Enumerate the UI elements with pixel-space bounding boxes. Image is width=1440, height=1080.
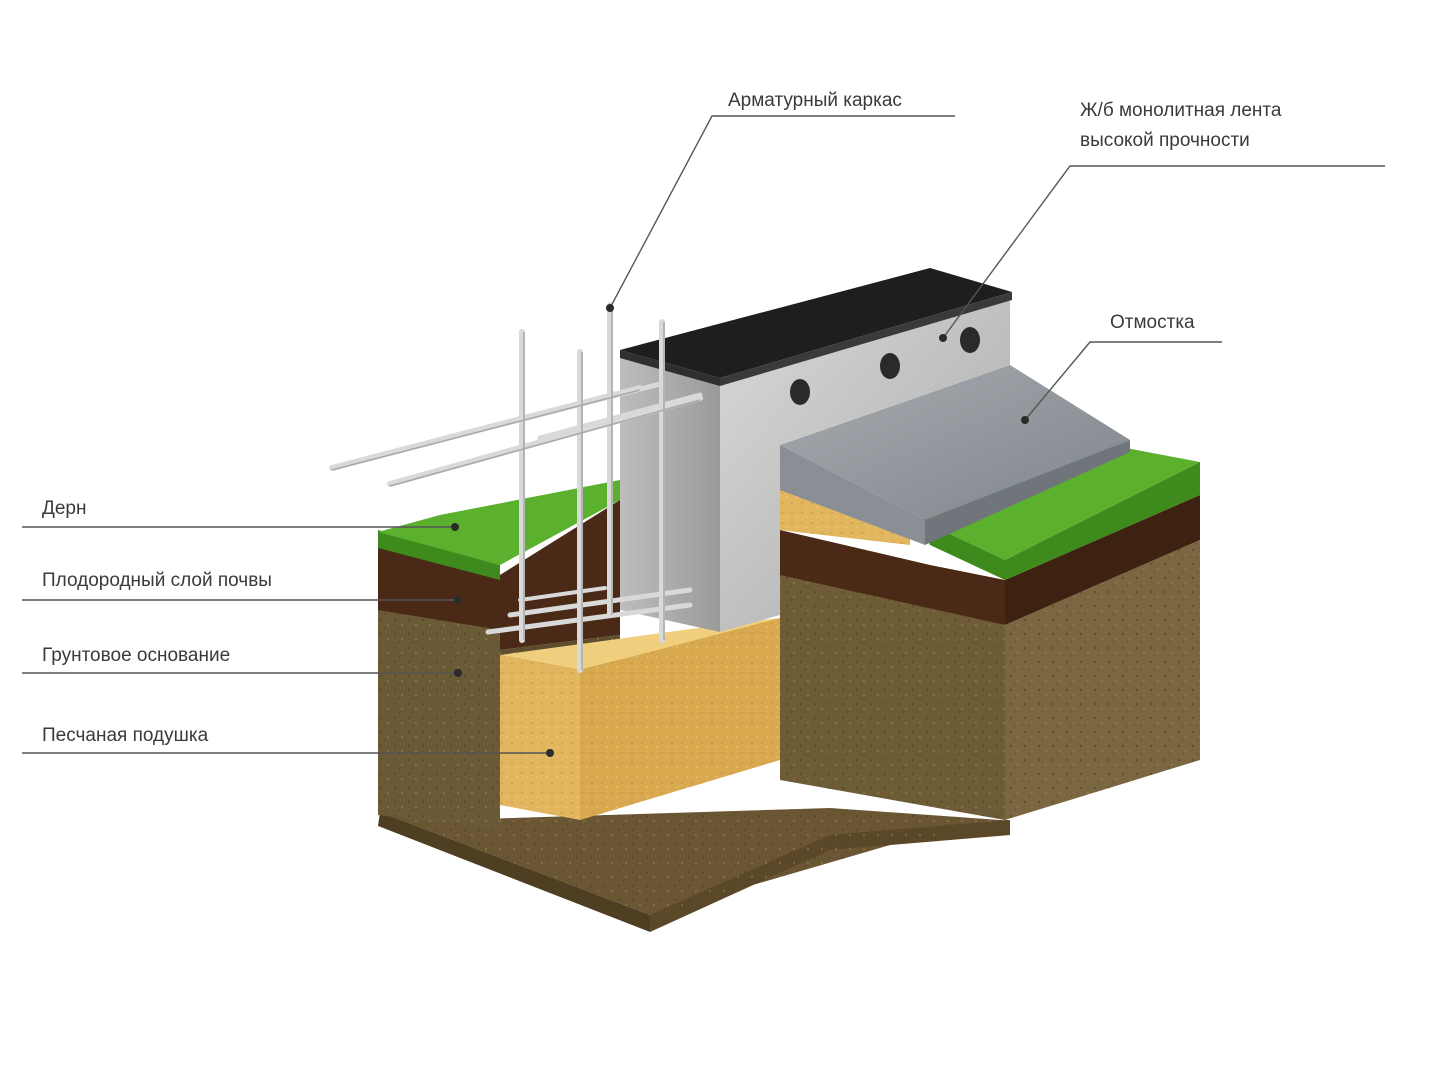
- leader-dot-turf: [451, 523, 459, 531]
- label-rebar-cage: Арматурный каркас: [728, 90, 902, 111]
- sand-cushion: [500, 618, 780, 820]
- label-sand-cushion: Песчаная подушка: [42, 725, 209, 746]
- rebar-cage-shading: [331, 305, 701, 670]
- leader-rc-strip: [942, 165, 1385, 339]
- label-blind-area: Отмостка: [1110, 312, 1195, 333]
- trench-floor: [378, 808, 1010, 932]
- leader-dot-blind-area: [1021, 416, 1029, 424]
- leader-blind-area: [1024, 341, 1222, 421]
- label-rc-strip-line1: Ж/б монолитная лента: [1080, 100, 1282, 121]
- right-soil-block: [780, 445, 1200, 820]
- leader-dot-ground-base: [454, 669, 462, 677]
- label-turf: Дерн: [42, 498, 87, 519]
- leader-lines: [22, 115, 1385, 757]
- leader-dot-rebar-cage: [606, 304, 614, 312]
- leader-dot-topsoil: [454, 596, 462, 604]
- leader-dot-sand-cushion: [546, 749, 554, 757]
- labels: Арматурный каркас Ж/б монолитная лента в…: [42, 90, 1282, 746]
- concrete-strip: [620, 268, 1012, 632]
- leader-dot-rc-strip: [939, 334, 947, 342]
- leader-rebar-cage: [609, 115, 955, 309]
- left-soil-block: [378, 480, 620, 830]
- blind-area: [780, 365, 1130, 545]
- label-ground-base: Грунтовое основание: [42, 645, 230, 666]
- label-rc-strip-line2: высокой прочности: [1080, 130, 1250, 151]
- label-topsoil: Плодородный слой почвы: [42, 570, 272, 591]
